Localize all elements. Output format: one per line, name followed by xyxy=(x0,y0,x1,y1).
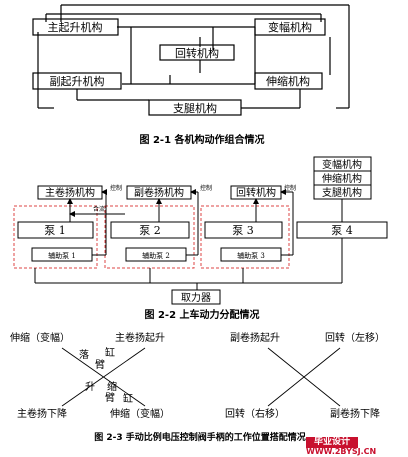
node-slewing: 回转机构 xyxy=(175,46,219,60)
watermark: 毕业设计 WWW.2BYSJ.CN xyxy=(306,437,408,457)
stack-telescoping: 伸缩机构 xyxy=(322,172,362,185)
fig3-char-gang-1: 缸 xyxy=(105,346,115,359)
control-label-2: 控制 xyxy=(200,184,212,192)
aux-pump-1: 辅助泵 1 xyxy=(48,251,76,260)
control-label-3: 控制 xyxy=(284,184,296,192)
winch-main: 主卷扬机构 xyxy=(45,186,95,199)
pto-box: 取力器 xyxy=(181,291,211,304)
control-label-1: 控制 xyxy=(110,184,122,192)
fig3-char-luo: 落 xyxy=(79,349,89,361)
figure-2-2 xyxy=(13,156,388,305)
node-telescoping: 伸缩机构 xyxy=(266,74,310,88)
fig3-right-bottom-right: 副卷扬下降 xyxy=(330,407,380,420)
fig3-char-gang-2: 缸 xyxy=(123,392,133,405)
fig3-left-top-right: 主卷扬起升 xyxy=(115,331,165,344)
aux-pump-3: 辅助泵 3 xyxy=(237,251,265,260)
figure-2-1 xyxy=(32,4,350,116)
pump-4: 泵 4 xyxy=(331,224,353,237)
node-luffing: 变幅机构 xyxy=(268,20,312,34)
pump-1: 泵 1 xyxy=(44,224,66,237)
caption-fig-2-2: 图 2-2 上车动力分配情况 xyxy=(144,308,259,321)
winch-aux: 副卷扬机构 xyxy=(134,186,184,199)
fig3-right-bottom-left: 回转（右移） xyxy=(225,407,285,420)
caption-fig-2-1: 图 2-1 各机构动作组合情况 xyxy=(139,133,264,146)
aux-pump-2: 辅助泵 2 xyxy=(142,251,170,260)
watermark-brand: 毕业设计 xyxy=(306,437,358,448)
fig3-left-bottom-left: 主卷扬下降 xyxy=(17,407,67,420)
fig3-char-bi-2: 臂 xyxy=(105,391,115,404)
fig3-char-sheng: 升 xyxy=(85,381,95,393)
node-main-hoist: 主起升机构 xyxy=(48,20,103,34)
node-outrigger: 支腿机构 xyxy=(173,101,217,115)
winch-slew: 回转机构 xyxy=(236,186,276,199)
merge-label: 合流 xyxy=(93,205,105,213)
fig3-left-top-left: 伸缩（变幅） xyxy=(10,331,70,344)
pump-2: 泵 2 xyxy=(139,224,161,237)
pump-3: 泵 3 xyxy=(232,224,254,237)
fig3-left-bottom-right: 伸缩（变幅） xyxy=(110,407,170,420)
fig3-right-top-right: 回转（左移） xyxy=(325,331,385,344)
fig3-right-top-left: 副卷扬起升 xyxy=(230,331,280,344)
caption-fig-2-3: 图 2-3 手动比例电压控制阀手柄的工作位置搭配情况 xyxy=(94,431,306,443)
watermark-url: WWW.2BYSJ.CN xyxy=(306,447,377,456)
figure-2-3 xyxy=(61,347,341,407)
node-aux-hoist: 副起升机构 xyxy=(50,74,105,88)
fig3-char-suo: 缩 xyxy=(107,380,117,393)
stack-luffing: 变幅机构 xyxy=(322,158,362,171)
stack-outrigger: 支腿机构 xyxy=(322,186,362,199)
fig3-char-bi-1: 臂 xyxy=(95,358,105,371)
